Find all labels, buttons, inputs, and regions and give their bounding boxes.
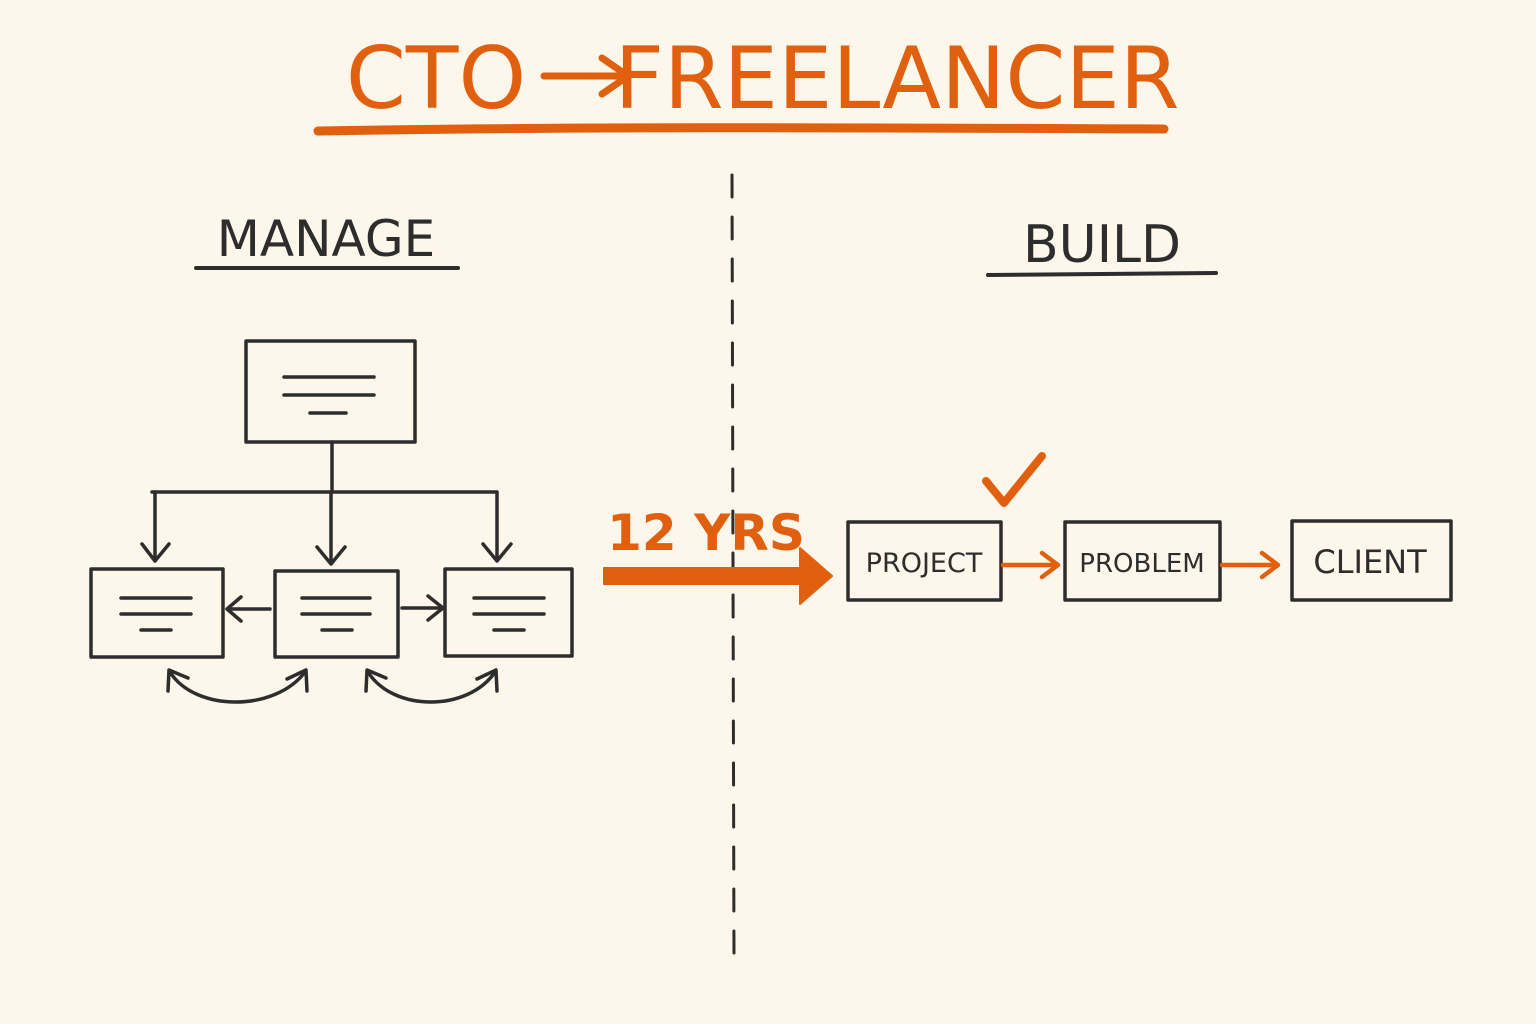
- title: CTO FREELANCER: [313, 29, 1180, 136]
- flow-arrow-2-icon: [1219, 550, 1281, 580]
- org-node-center: [273, 569, 400, 659]
- title-freelancer: FREELANCER: [614, 29, 1179, 129]
- heading-build-underline: [986, 271, 1218, 277]
- transition-arrow-icon: [603, 547, 833, 605]
- org-down-arrow-center: [315, 490, 347, 566]
- org-chart: [89, 339, 574, 704]
- title-underline: [313, 123, 1169, 136]
- flow-step-problem-label: PROBLEM: [1079, 549, 1204, 579]
- org-down-arrow-right: [481, 490, 513, 563]
- flow-step-problem: PROBLEM: [1063, 520, 1222, 602]
- curved-swap-arrow-right-icon: [364, 668, 499, 704]
- flow-step-project-label: PROJECT: [866, 548, 983, 579]
- org-node-left: [89, 567, 225, 659]
- curved-swap-arrow-left-icon: [166, 668, 309, 704]
- org-node-right: [443, 567, 574, 658]
- heading-manage: MANAGE: [217, 210, 435, 268]
- title-cto: CTO: [346, 29, 526, 129]
- heading-build: BUILD: [1023, 215, 1181, 275]
- transition: 12 YRS: [603, 504, 833, 605]
- peer-arrow-left-icon: [225, 595, 272, 623]
- flow-step-project: PROJECT: [846, 520, 1003, 602]
- build-flow: PROJECT PROBLEM CLIENT: [846, 452, 1453, 602]
- org-node-top: [244, 339, 417, 444]
- org-down-arrow-left: [140, 490, 171, 563]
- title-arrow-icon: [540, 54, 632, 98]
- flow-step-client-label: CLIENT: [1313, 543, 1427, 581]
- transition-label: 12 YRS: [607, 504, 805, 562]
- peer-arrow-right-icon: [400, 594, 445, 622]
- flow-arrow-1-icon: [1000, 550, 1061, 580]
- flow-step-client: CLIENT: [1290, 519, 1453, 602]
- check-icon: [982, 452, 1046, 507]
